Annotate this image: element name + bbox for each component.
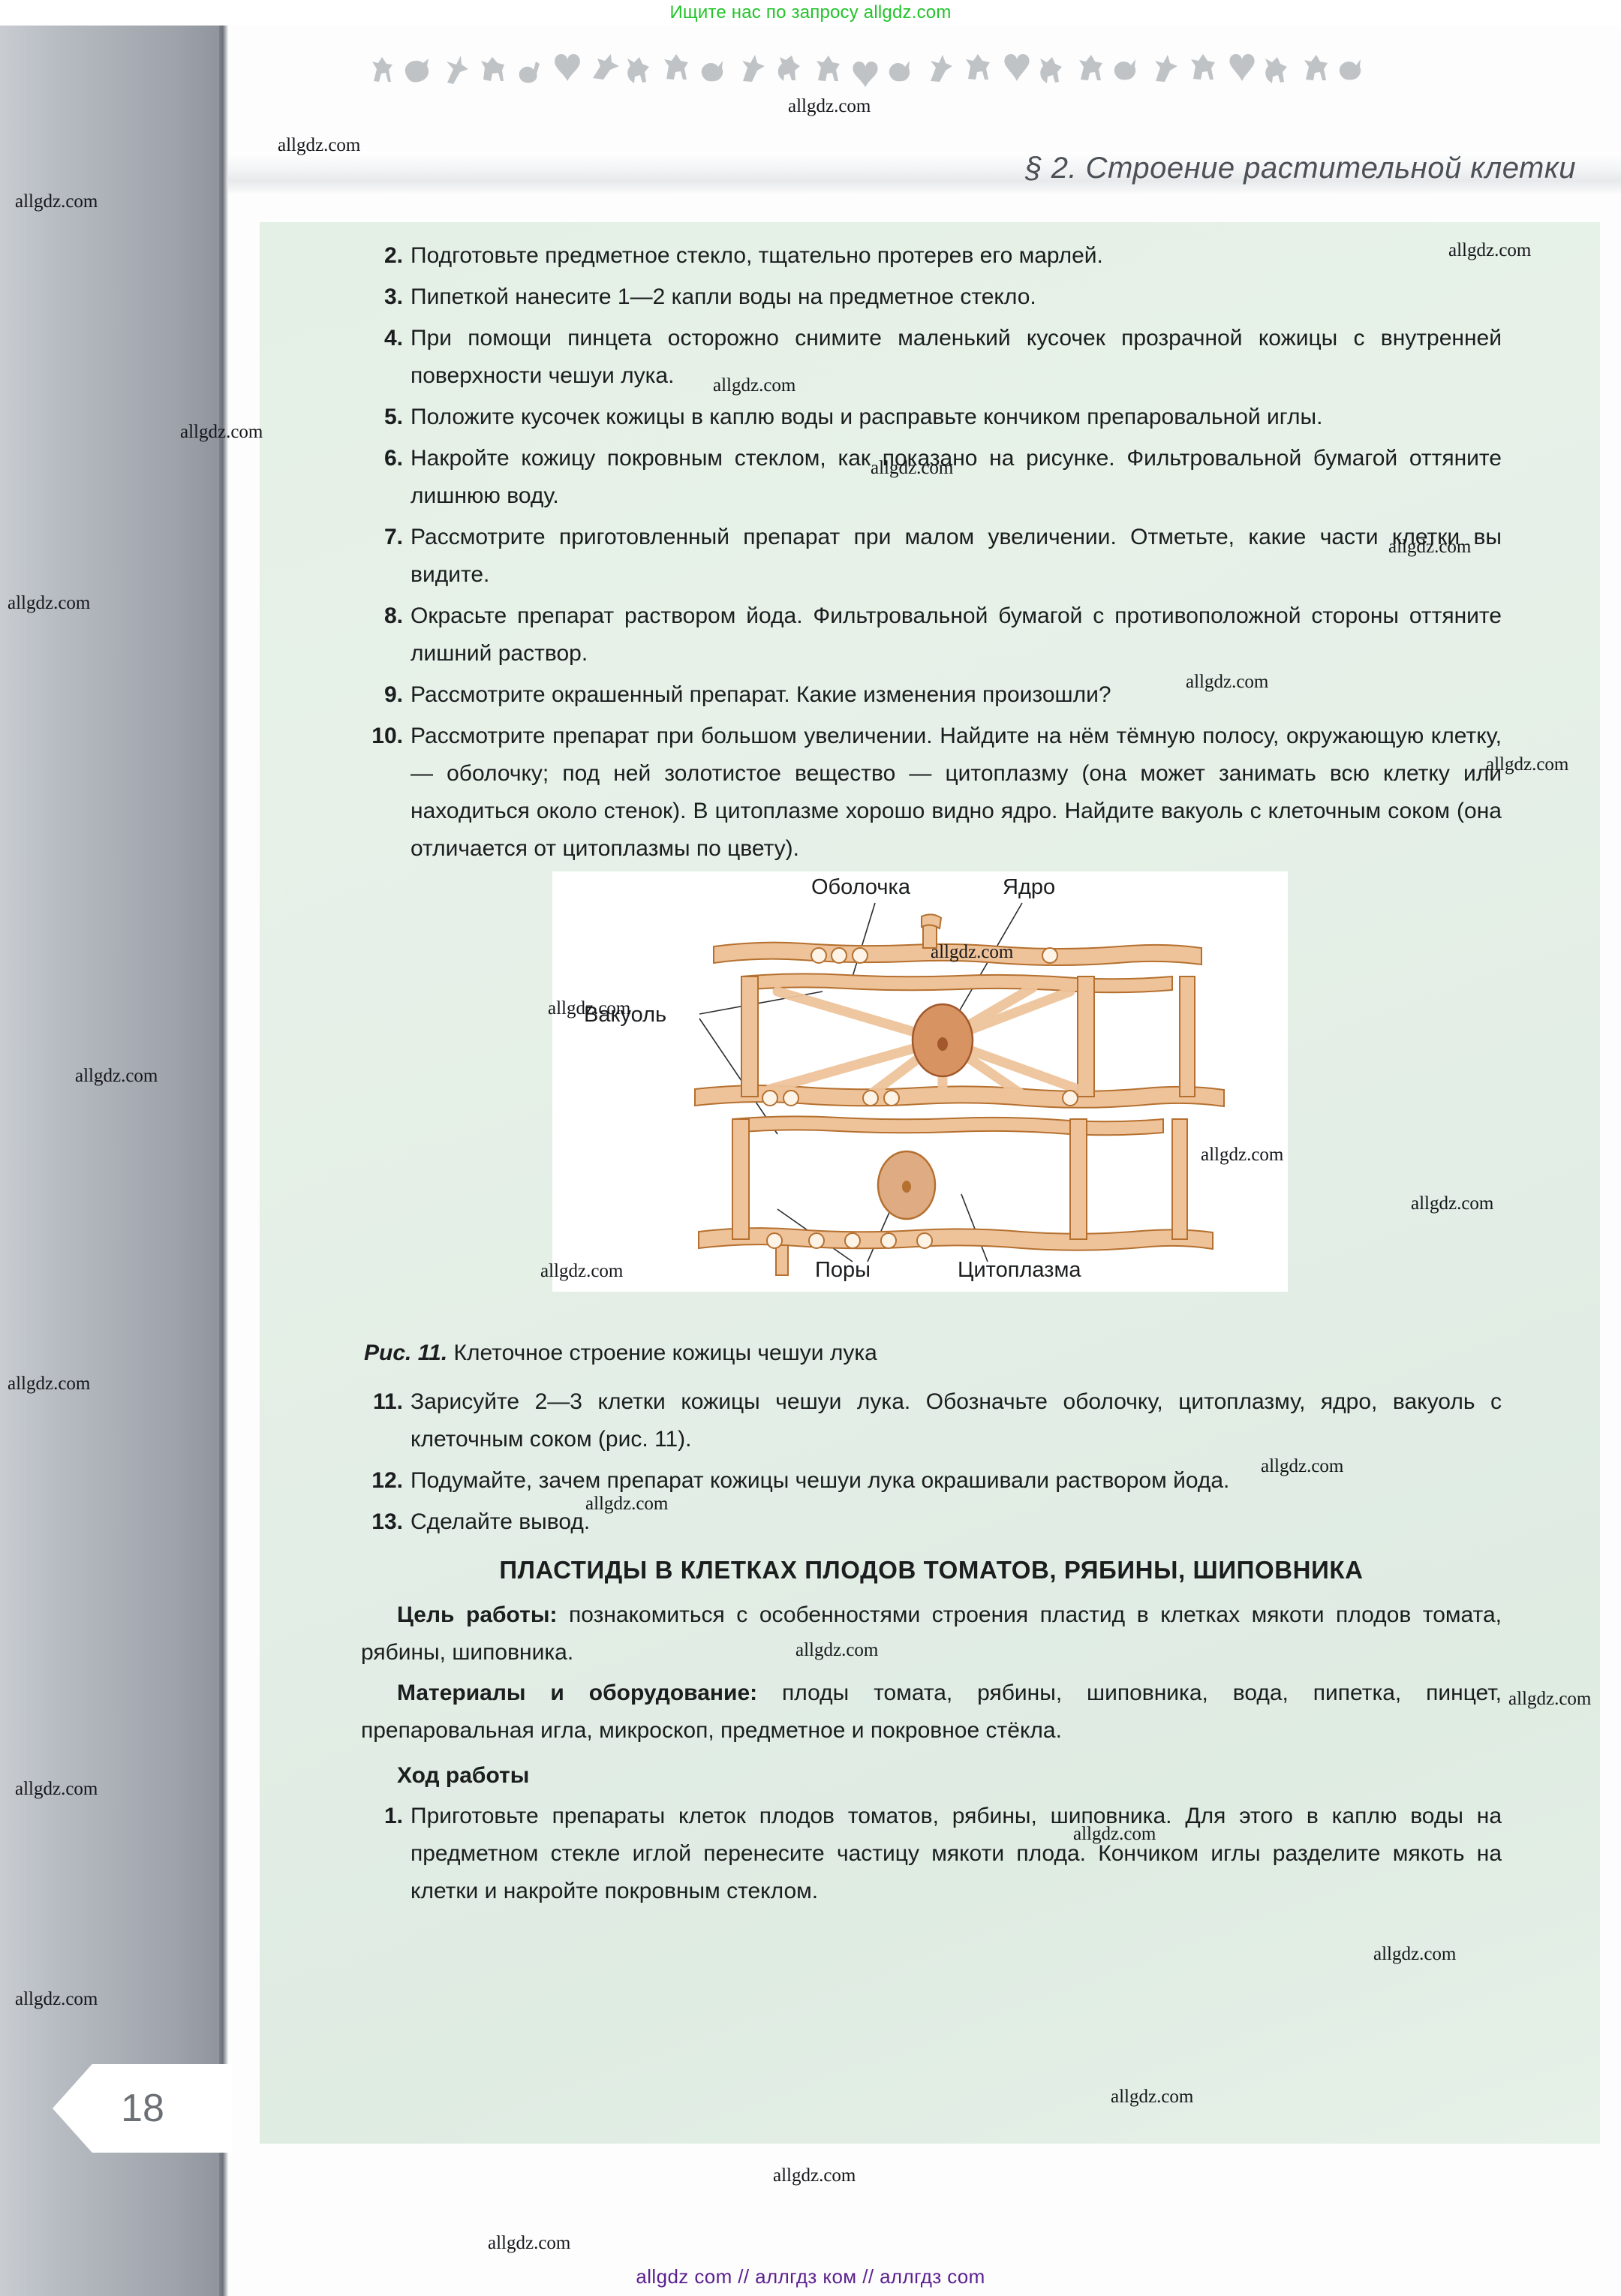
list-item: 3. Пипеткой нанесите 1—2 капли воды на п… — [361, 278, 1502, 316]
list-item: 9. Рассмотрите окрашенный препарат. Каки… — [361, 676, 1502, 714]
list-item-number: 11. — [372, 1389, 403, 1414]
list-item: 12. Подумайте, зачем препарат кожицы чеш… — [361, 1462, 1502, 1500]
lab-goal: Цель работы: познакомиться с особенностя… — [361, 1596, 1502, 1672]
list-item-text: Рассмотрите препарат при большом увеличе… — [411, 724, 1502, 861]
list-item-text: Подготовьте предметное стекло, тщательно… — [411, 243, 1103, 268]
list-item-number: 6. — [383, 446, 403, 471]
list-item-number: 8. — [383, 603, 403, 628]
list-item: 11. Зарисуйте 2—3 клетки кожицы чешуи лу… — [361, 1383, 1502, 1458]
list-item-text: Пипеткой нанесите 1—2 капли воды на пред… — [411, 284, 1036, 309]
list-item-text: Рассмотрите окрашенный препарат. Какие и… — [411, 682, 1111, 707]
onion-epidermis-cell-diagram: Оболочка Ядро Вакуоль Поры Цитоплазма — [584, 875, 1225, 1282]
figure-caption: Рис. 11. Клеточное строение кожицы чешуи… — [361, 1337, 1502, 1370]
figure-11: Оболочка Ядро Вакуоль Поры Цитоплазма — [552, 871, 1288, 1292]
list-item-number: 12. — [371, 1468, 403, 1493]
list-item: 6. Накройте кожицу покровным стеклом, ка… — [361, 440, 1502, 515]
figure-label-pory: Поры — [815, 1258, 871, 1282]
list-item-number: 13. — [371, 1509, 403, 1534]
lab-materials-label: Материалы и оборудование: — [397, 1681, 758, 1705]
list-item-text: Зарисуйте 2—3 клетки кожицы чешуи лука. … — [411, 1389, 1502, 1452]
instruction-list-bottom: 11. Зарисуйте 2—3 клетки кожицы чешуи лу… — [361, 1383, 1502, 1541]
list-item: 13. Сделайте вывод. — [361, 1503, 1502, 1541]
figure-area: Оболочка Ядро Вакуоль Поры Цитоплазма — [361, 871, 1502, 1337]
book-spine-gutter — [0, 26, 225, 2296]
list-item: 1. Приготовьте препараты клеток плодов т… — [361, 1798, 1502, 1910]
figure-label-citoplazma: Цитоплазма — [958, 1258, 1081, 1282]
list-item-number: 9. — [383, 682, 403, 707]
page-number: 18 — [121, 2087, 164, 2130]
section-title: § 2. Строение растительной клетки — [1025, 152, 1576, 185]
lab-materials-text: плоды томата, рябины, шиповника, вода, п… — [361, 1681, 1502, 1743]
list-item-text: Рассмотрите приготовленный препарат при … — [411, 525, 1502, 587]
instruction-list-top: 2. Подготовьте предметное стекло, тщател… — [361, 237, 1502, 868]
lab-goal-text: познакомиться с особенностями строения п… — [361, 1602, 1502, 1665]
figure-caption-text: Клеточное строение кожицы чешуи лука — [453, 1341, 877, 1365]
list-item-text: Подумайте, зачем препарат кожицы чешуи л… — [411, 1468, 1230, 1493]
list-item: 2. Подготовьте предметное стекло, тщател… — [361, 237, 1502, 275]
list-item-text: Окрасьте препарат раствором йода. Фильтр… — [411, 603, 1502, 666]
list-item-text: Накройте кожицу покровным стеклом, как п… — [411, 446, 1502, 508]
book-spine-edge — [219, 26, 228, 2296]
header-rule — [228, 152, 1621, 194]
list-item: 4. При помощи пинцета осторожно снимите … — [361, 320, 1502, 395]
cell-walls — [694, 913, 1225, 1276]
list-item: 7. Рассмотрите приготовленный препарат п… — [361, 519, 1502, 594]
list-item-number: 2. — [383, 243, 403, 268]
list-item-number: 3. — [383, 284, 403, 309]
figure-label-obolochka: Оболочка — [811, 875, 911, 899]
footer-text: allgdz com // аллгдз ком // аллгдз com — [636, 2265, 985, 2288]
list-item-text: Приготовьте препараты клеток плодов тома… — [411, 1804, 1502, 1903]
page-sheet: § 2. Строение растительной клетки 2. Под… — [228, 26, 1621, 2296]
lab-procedure-heading: Ход работы — [397, 1763, 530, 1788]
page-number-tab: 18 — [53, 2064, 233, 2153]
list-item: 8. Окрасьте препарат раствором йода. Фил… — [361, 597, 1502, 673]
footer-branding: allgdz com // аллгдз ком // аллгдз com — [0, 2265, 1621, 2288]
list-item-number: 10. — [371, 724, 403, 748]
list-item-number: 7. — [383, 525, 403, 549]
pores — [762, 947, 1078, 1249]
list-item-text: При помощи пинцета осторожно снимите мал… — [411, 326, 1502, 388]
list-item-number: 1. — [383, 1804, 403, 1828]
lab-title: ПЛАСТИДЫ В КЛЕТКАХ ПЛОДОВ ТОМАТОВ, РЯБИН… — [499, 1556, 1364, 1584]
list-item-text: Сделайте вывод. — [411, 1509, 591, 1534]
list-item: 10. Рассмотрите препарат при большом уве… — [361, 718, 1502, 868]
figure-label-vakuol: Вакуоль — [584, 1003, 666, 1027]
list-item: 5. Положите кусочек кожицы в каплю воды … — [361, 399, 1502, 436]
list-item-number: 5. — [383, 405, 403, 429]
lab-procedure-list: 1. Приготовьте препараты клеток плодов т… — [361, 1798, 1502, 1910]
list-item-number: 4. — [383, 326, 403, 351]
figure-label-yadro: Ядро — [1003, 875, 1055, 899]
list-item-text: Положите кусочек кожицы в каплю воды и р… — [411, 405, 1323, 429]
lab-materials: Материалы и оборудование: плоды томата, … — [361, 1675, 1502, 1750]
lab-goal-label: Цель работы: — [397, 1602, 558, 1627]
promo-banner: Ищите нас по запросу allgdz.com — [0, 0, 1621, 26]
lesson-content-block: 2. Подготовьте предметное стекло, тщател… — [260, 222, 1600, 2144]
figure-caption-label: Рис. 11. — [364, 1341, 448, 1365]
animal-silhouettes-strip — [273, 41, 1594, 90]
promo-text: Ищите нас по запросу allgdz.com — [669, 2, 952, 23]
content-column: 2. Подготовьте предметное стекло, тщател… — [361, 237, 1502, 1914]
nucleus — [877, 1003, 974, 1220]
animals-icon — [372, 54, 1361, 87]
